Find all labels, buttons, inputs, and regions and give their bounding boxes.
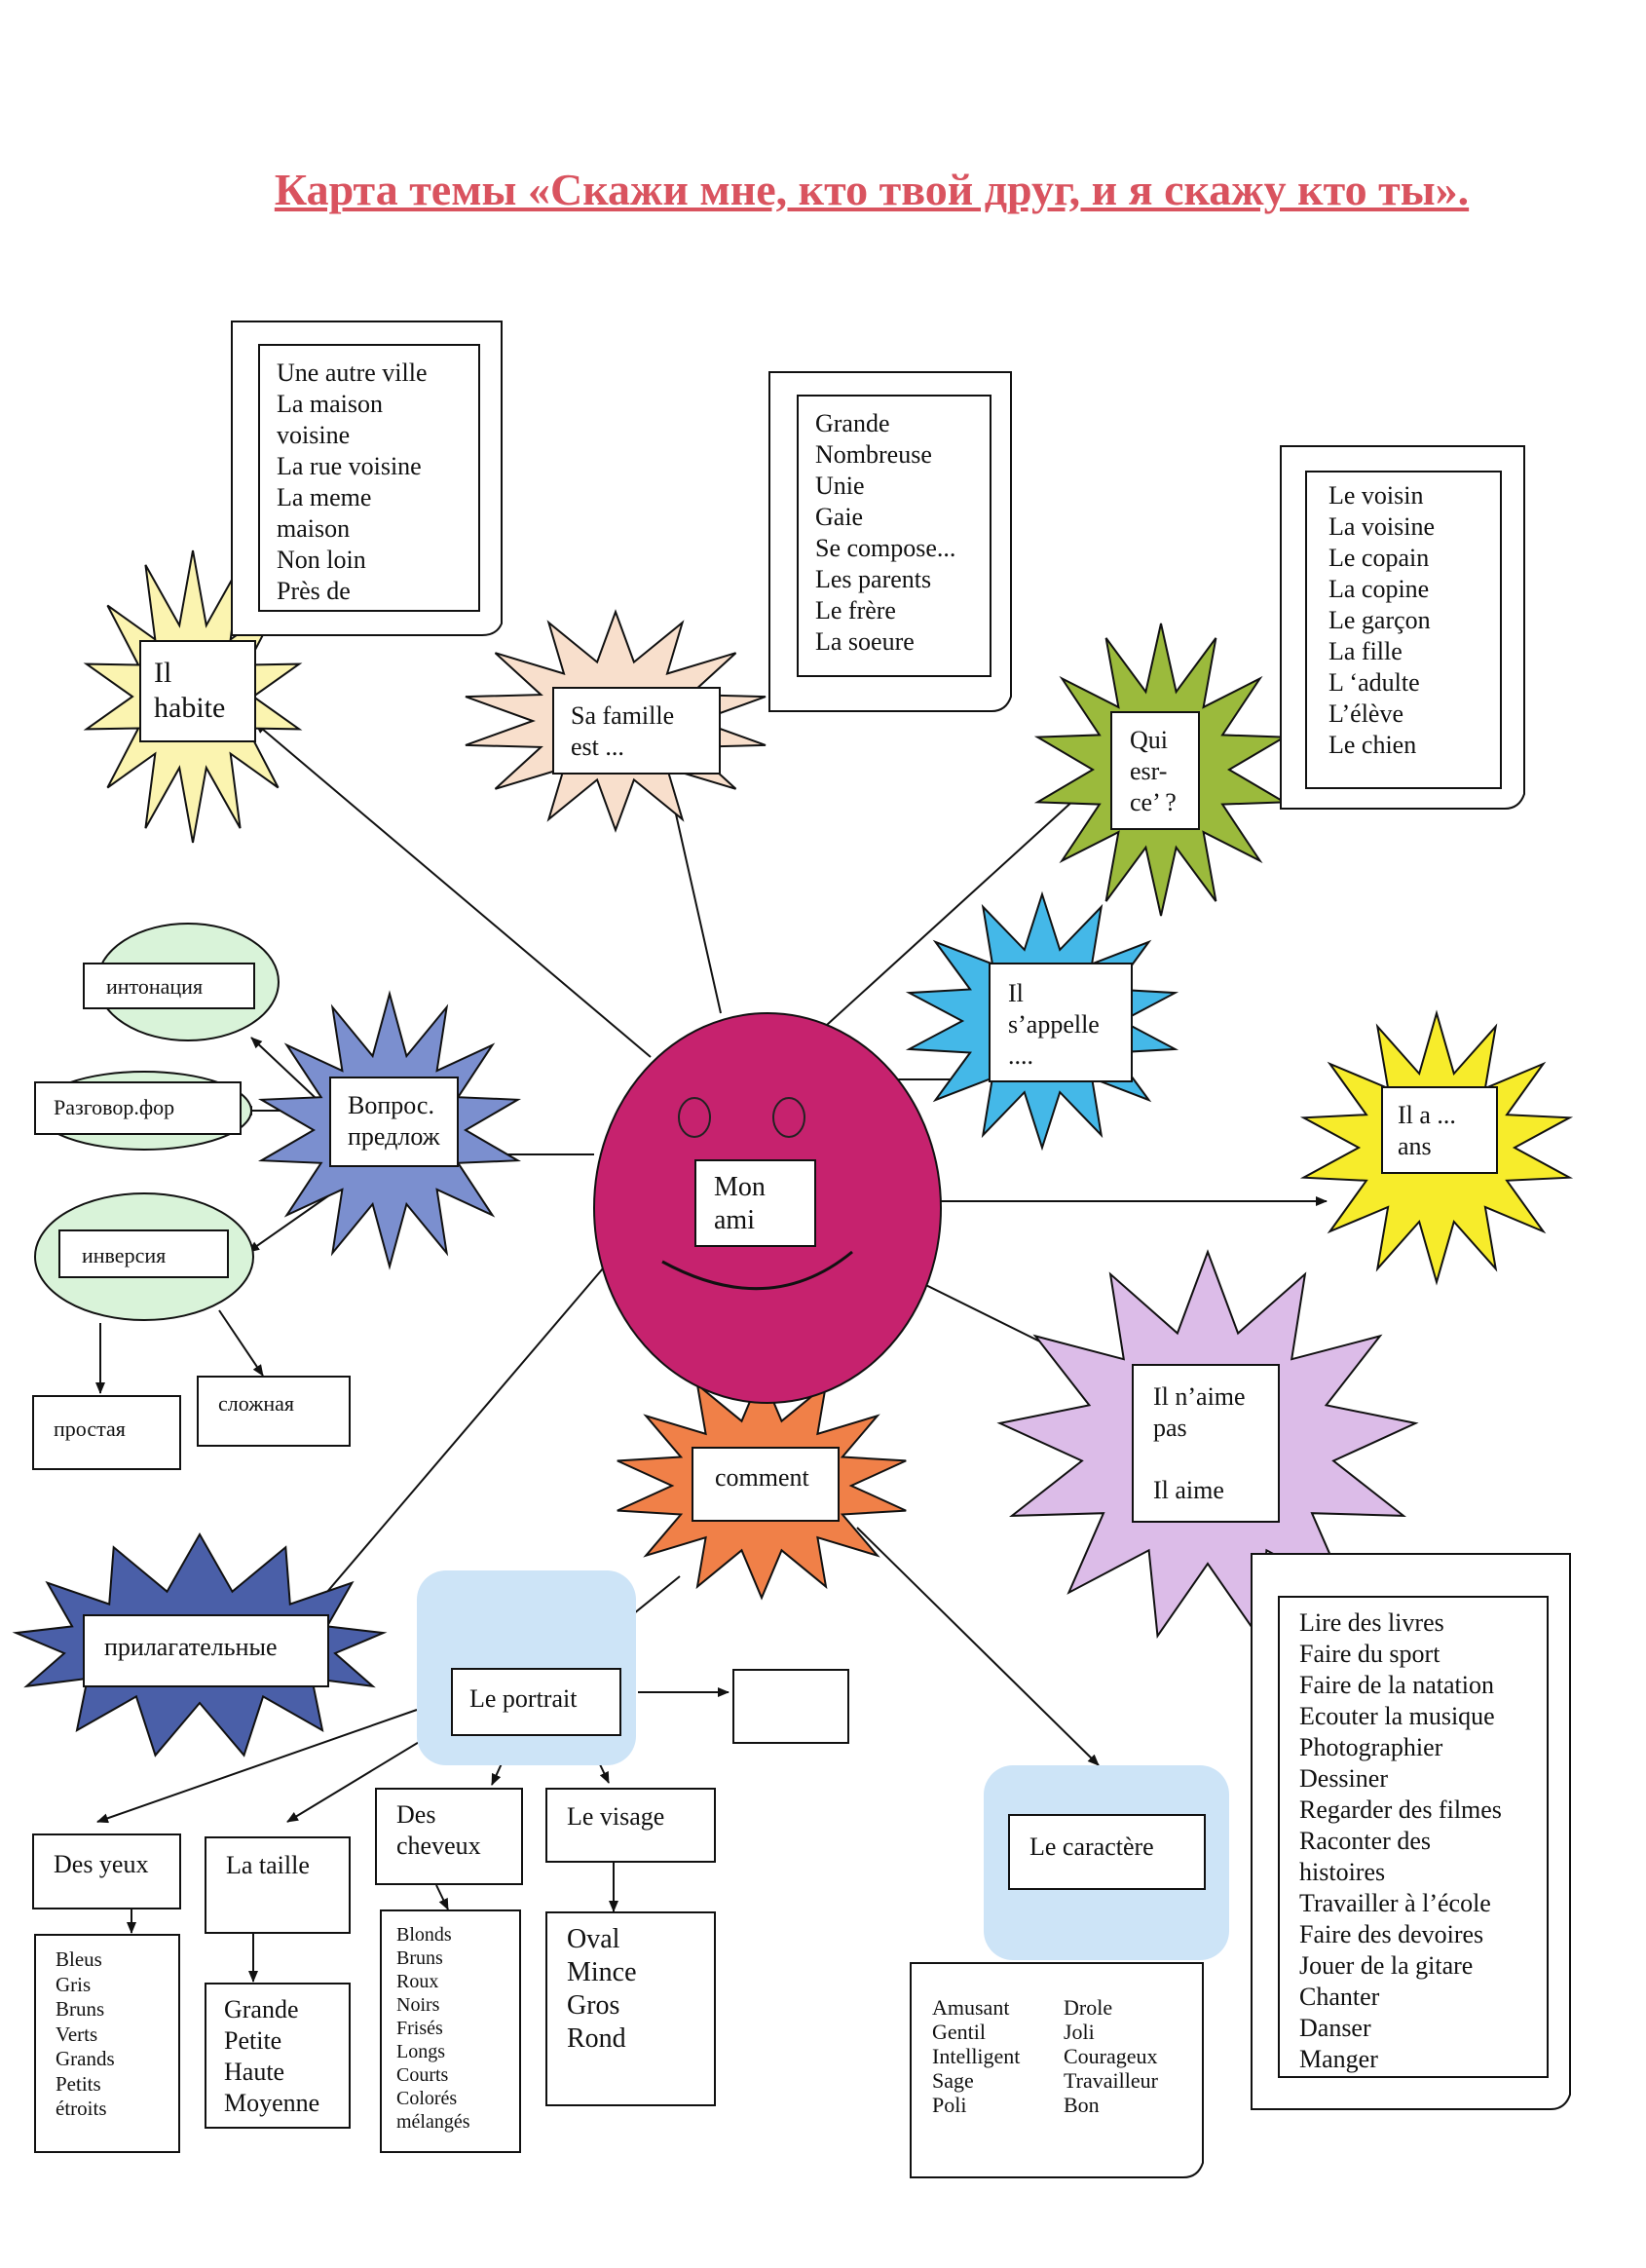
yeux-label: Des yeux bbox=[32, 1833, 181, 1909]
arrow-to-intonation bbox=[250, 1037, 318, 1100]
right-eye-icon bbox=[772, 1097, 805, 1138]
caractere-list-col2: Drole Joli Courageux Travailleur Bon bbox=[1064, 1995, 1158, 2117]
slozhnaya-label: сложная bbox=[197, 1376, 351, 1447]
vopros-label: Вопрос. предлож bbox=[329, 1077, 459, 1167]
visage-list: Oval Mince Gros Rond bbox=[545, 1911, 716, 2106]
aime-label: Il n’aime pas Il aime bbox=[1132, 1364, 1280, 1523]
arrow-to-slozhnaya bbox=[218, 1309, 264, 1377]
portrait-label: Le portrait bbox=[451, 1668, 621, 1736]
cheveux-label: Des cheveux bbox=[375, 1788, 523, 1885]
taille-list: Grande Petite Haute Moyenne bbox=[205, 1983, 351, 2129]
caractere-label: Le caractère bbox=[1008, 1814, 1206, 1890]
yeux-list: Bleus Gris Bruns Verts Grands Petits étr… bbox=[34, 1934, 180, 2153]
empty-box bbox=[732, 1669, 849, 1744]
intonation-label: интонация bbox=[83, 963, 255, 1009]
habite-label: Il habite bbox=[139, 640, 256, 742]
taille-label: La taille bbox=[205, 1836, 351, 1934]
arrow-to-inversion bbox=[247, 1190, 337, 1253]
habite-list: Une autre ville La maison voisine La rue… bbox=[258, 344, 480, 612]
appelle-label: Il s’appelle .... bbox=[989, 963, 1133, 1082]
famille-label: Sa famille est ... bbox=[552, 687, 721, 775]
aime-list: Lire des livres Faire du sport Faire de … bbox=[1278, 1596, 1549, 2078]
arrow-cheveux-list bbox=[435, 1884, 449, 1910]
smile-icon bbox=[661, 1250, 853, 1291]
famille-list: Grande Nombreuse Unie Gaie Se compose...… bbox=[797, 395, 991, 677]
arrow-to-qui bbox=[815, 788, 1087, 1036]
comment-label: comment bbox=[692, 1447, 840, 1522]
caractere-list-doc bbox=[910, 1962, 1204, 2178]
inversion-label: инверсия bbox=[58, 1229, 229, 1278]
center-label: Mon ami bbox=[694, 1159, 816, 1247]
arrow-to-caractere bbox=[856, 1527, 1100, 1766]
caractere-list-col1: Amusant Gentil Intelligent Sage Poli bbox=[932, 1995, 1021, 2117]
razgovor-label: Разговор.фор bbox=[34, 1081, 242, 1135]
visage-label: Le visage bbox=[545, 1788, 716, 1863]
left-eye-icon bbox=[678, 1097, 711, 1138]
qui-list: Le voisin La voisine Le copain La copine… bbox=[1305, 471, 1502, 789]
cheveux-list: Blonds Bruns Roux Noirs Frisés Longs Cou… bbox=[380, 1909, 521, 2153]
qui-label: Qui esr- ce’ ? bbox=[1110, 711, 1200, 830]
arrow-to-famille bbox=[669, 796, 722, 1014]
age-label: Il a ... ans bbox=[1381, 1086, 1498, 1174]
arrow-to-habite bbox=[254, 722, 652, 1058]
adjectifs-label: прилагательные bbox=[83, 1614, 329, 1687]
arrow-to-adjectifs bbox=[309, 1261, 610, 1613]
page-title: Карта темы «Скажи мне, кто твой друг, и … bbox=[274, 165, 1470, 214]
prostaya-label: простая bbox=[32, 1395, 181, 1470]
arrow-to-yeux bbox=[96, 1709, 418, 1824]
